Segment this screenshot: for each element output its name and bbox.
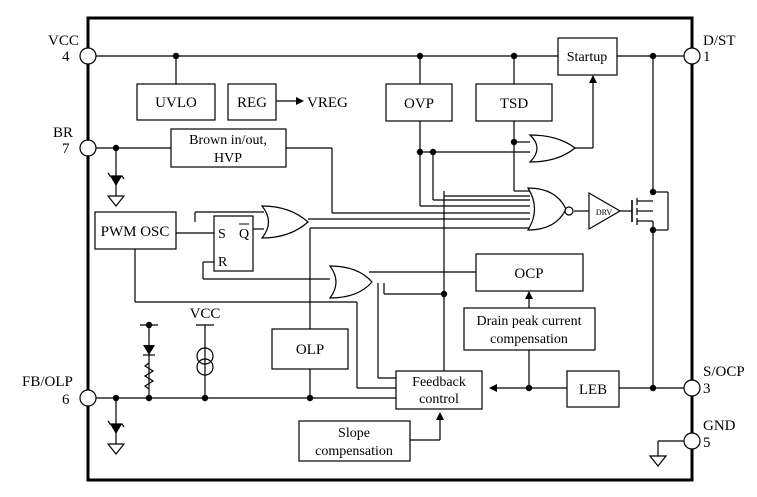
junction-dots [112,52,657,402]
ovp-block: OVP [385,83,453,122]
ocp-label: OCP [514,266,543,282]
pwm-osc-label: PWM OSC [101,224,170,240]
gates [260,134,622,299]
drain-peak-comp-block: Drain peak current compensation [463,307,596,351]
vreg-label: VREG [307,95,348,111]
tsd-label: TSD [500,96,529,112]
uvlo-block: UVLO [136,83,216,121]
drv-label: DRV [596,208,612,217]
pin-vcc: VCC 4 [48,33,97,65]
ic-package-outline [86,16,694,482]
wires [96,55,684,456]
pin-d-st: D/ST 1 [683,33,736,65]
pin-br-num: 7 [62,141,70,157]
feedback-label-line2: control [419,392,459,407]
ff-r-label: R [218,255,228,270]
leb-label: LEB [579,382,607,398]
pin-socp-num: 3 [703,381,711,397]
pin-socp-name: S/OCP [703,364,745,380]
reg-block: REG [227,83,277,121]
pin-br-name: BR [53,125,73,141]
vcc-supply-label: VCC [190,306,221,322]
brown-in-out-block: Brown in/out, HVP [170,128,287,168]
pin-br: BR 7 [53,125,97,157]
brown-label-line1: Brown in/out, [189,133,267,148]
startup-label: Startup [567,50,607,65]
reg-label: REG [237,95,267,111]
pin-gnd-name: GND [703,418,736,434]
slope-label-line2: compensation [315,444,393,459]
pin-gnd: GND 5 [683,418,736,451]
pin-s-ocp: S/OCP 3 [683,364,745,397]
uvlo-label: UVLO [155,95,197,111]
nor-gate-main [526,187,567,231]
pin-fb-name: FB/OLP [22,374,73,390]
drain-label-line1: Drain peak current [477,314,582,329]
slope-label-line1: Slope [338,426,370,441]
pwm-osc-block: PWM OSC [94,211,177,250]
drain-label-line2: compensation [490,332,568,347]
ovp-label: OVP [404,96,434,112]
brown-label-line2: HVP [214,151,242,166]
olp-label: OLP [296,342,324,358]
ocp-block: OCP [475,253,584,292]
tsd-block: TSD [475,83,553,122]
feedback-control-block: Feedback control [395,370,483,410]
current-source [196,324,214,376]
fb-zener-diode [106,420,126,455]
pin-gnd-num: 5 [703,435,711,451]
pin-dst-num: 1 [703,49,711,65]
olp-block: OLP [271,328,349,370]
slope-comp-block: Slope compensation [298,420,411,462]
pin-fb-num: 6 [62,392,70,408]
pin-vcc-num: 4 [62,49,70,65]
or-gate-pwm [260,205,309,239]
pin-fb-olp: FB/OLP 6 [22,374,97,408]
pin-dst-name: D/ST [703,33,736,49]
ground-symbol [648,455,668,467]
ff-q-label: Q [239,227,249,242]
leb-block: LEB [566,370,620,408]
feedback-label-line1: Feedback [412,375,466,390]
sr-flip-flop: S Q R [213,215,254,272]
or-gate-protection [528,134,576,163]
or-gate-reset [328,265,373,299]
br-zener-diode [106,172,126,207]
drv-buffer [588,191,622,231]
ff-s-label: S [218,227,226,242]
pin-vcc-name: VCC [48,33,79,49]
startup-block: Startup [557,37,618,76]
